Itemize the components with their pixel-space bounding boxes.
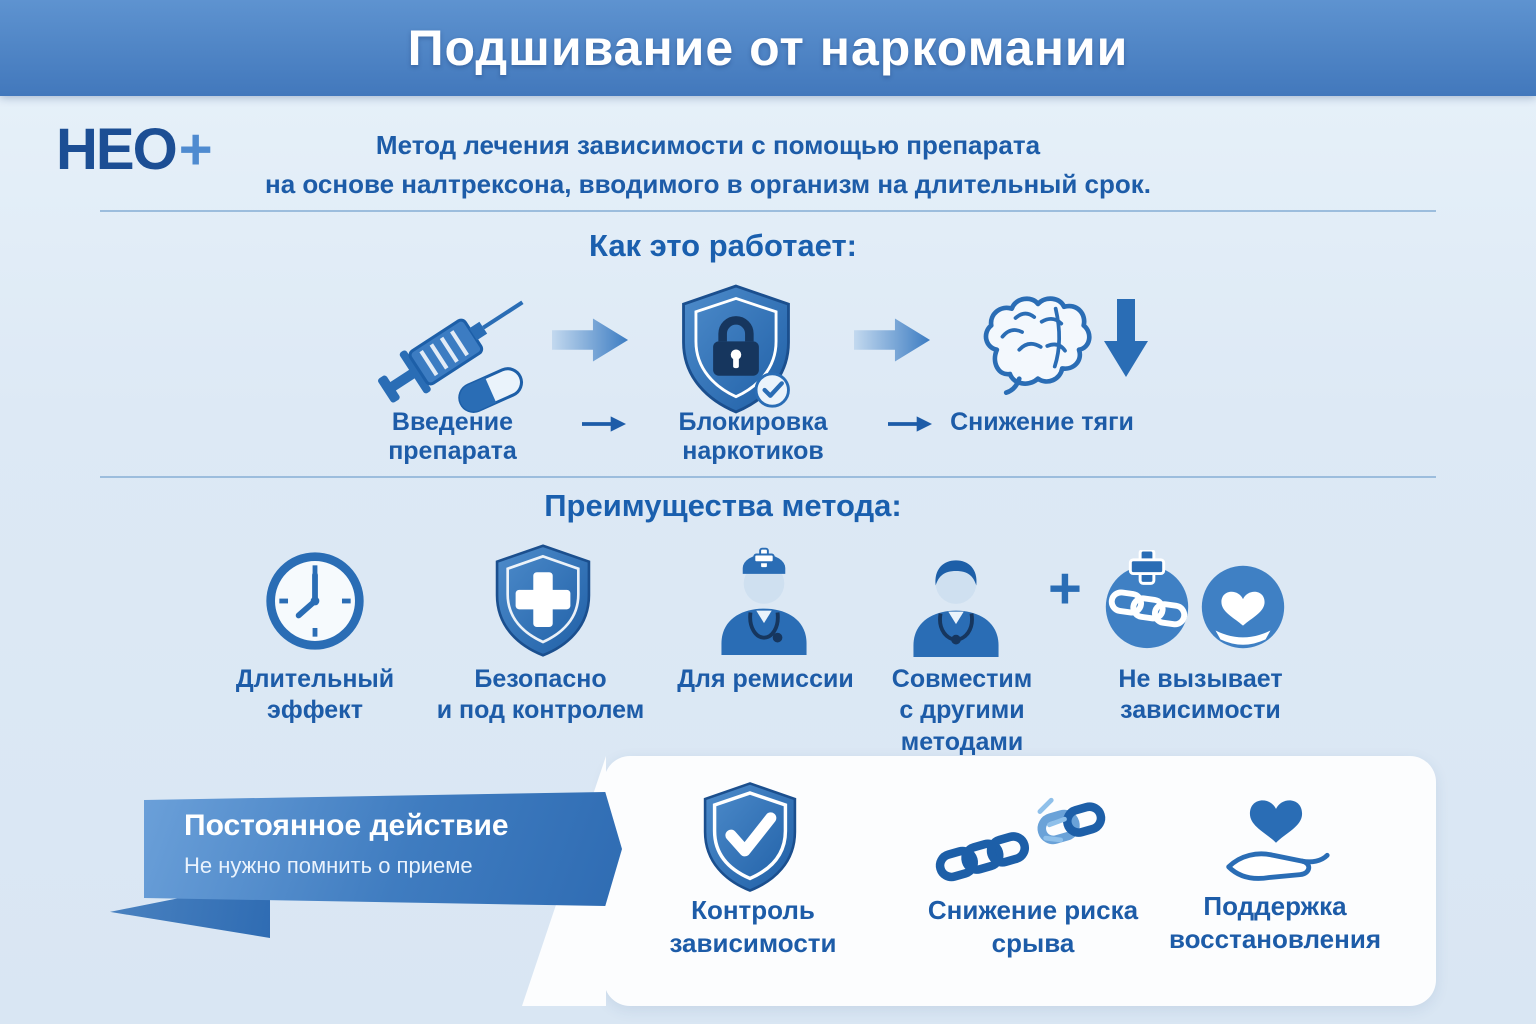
logo-text: НЕО (56, 117, 178, 182)
page-title: Подшивание от наркомании (407, 20, 1129, 76)
neo-logo: НЕО+ (56, 116, 213, 183)
result-label-recovery: Поддержка восстановления (1168, 891, 1381, 954)
benefit-label-remission: Для ремиссии (677, 665, 854, 693)
doctor-stethoscope-icon (898, 542, 1014, 658)
intro-description: Метод лечения зависимости с помощью преп… (264, 130, 1152, 199)
advantages-title: Преимущества метода: (544, 488, 902, 523)
benefit-label-duration: Длительный эффект (235, 665, 395, 725)
shield-check-icon (698, 780, 802, 894)
shield-lock-icon (674, 282, 798, 416)
plus-icon: + (1048, 556, 1082, 621)
broken-chain-icon (930, 786, 1110, 894)
heart-hand-circle-icon (1192, 556, 1294, 658)
arrow-right-icon (582, 414, 626, 434)
ribbon-subtitle: Не нужно помнить о приеме (184, 853, 473, 878)
ribbon-title: Постоянное действие (184, 809, 509, 842)
clock-icon (262, 548, 368, 654)
logo-plus-icon: + (178, 117, 213, 182)
header-banner: Подшивание от наркомании (0, 0, 1536, 96)
benefit-label-safe: Безопасно и под контролем (436, 665, 645, 725)
flow-arrow-icon (854, 314, 932, 366)
divider-line (100, 210, 1436, 212)
divider-line (100, 476, 1436, 478)
doctor-cap-icon (706, 540, 822, 656)
ribbon-banner: Постоянное действие Не нужно помнить о п… (144, 792, 622, 906)
chain-circle-icon (1096, 550, 1198, 652)
step-label-blocking: Блокировка наркотиков (678, 408, 828, 465)
syringe-pill-icon (368, 276, 552, 418)
benefit-label-compatible: Совместим с другими методами (891, 665, 1033, 756)
arrow-down-icon (1104, 298, 1148, 380)
shield-cross-icon (490, 542, 596, 659)
result-label-control: Контроль зависимости (669, 895, 837, 958)
how-it-works-title: Как это работает: (589, 228, 857, 263)
brain-icon (966, 290, 1108, 402)
step-label-injection: Введение препарата (388, 408, 517, 465)
step-label-craving: Снижение тяги (950, 408, 1134, 436)
benefit-label-no-addiction: Не вызывает зависимости (1118, 665, 1283, 725)
result-label-relapse: Снижение риска срыва (927, 895, 1139, 958)
arrow-right-icon (888, 414, 932, 434)
flow-arrow-icon (552, 314, 630, 366)
hand-heart-icon (1212, 778, 1340, 892)
